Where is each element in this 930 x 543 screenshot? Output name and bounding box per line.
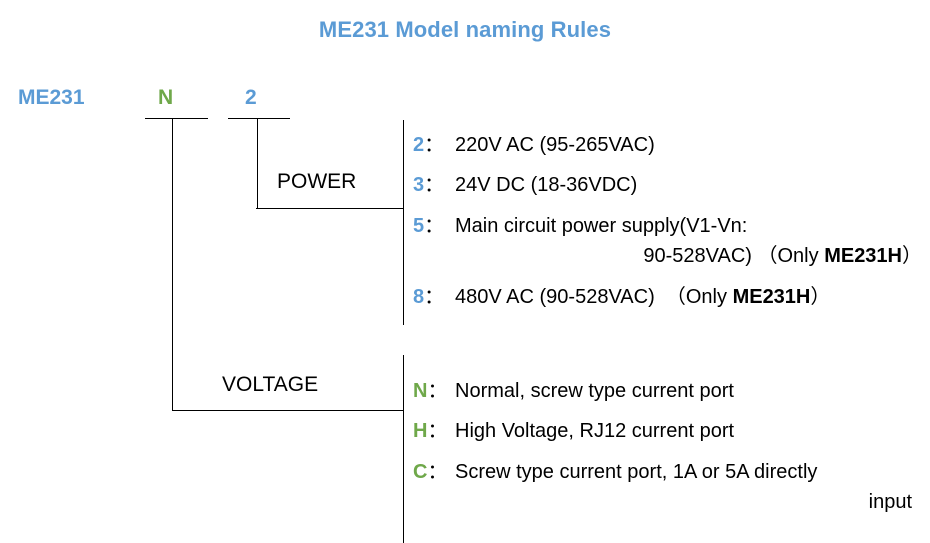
option-description: Normal, screw type current port [455,380,734,402]
list-item: N： Normal, screw type current port [413,374,930,406]
option-continuation: 90-528VAC) （Only ME231H） [643,245,923,268]
option-key: H： [413,420,448,443]
option-note-model: ME231H [732,285,811,308]
option-key: 8： [413,285,445,308]
underline-voltage-token [145,118,208,119]
category-label-power: POWER [277,170,357,193]
model-code-base: ME231 [18,86,85,109]
voltage-option-list: N： Normal, screw type current port H： Hi… [413,374,930,526]
option-key: 5： [413,214,445,237]
option-note-model: ME231H [824,245,902,268]
power-option-list: 2： 220V AC (95-265VAC) 3： 24V DC (18-36V… [413,128,930,320]
option-description: Main circuit power supply(V1-Vn: 90-528V… [455,211,930,272]
option-note: （Only ME231H） [757,245,923,268]
list-item: 8： 480V AC (90-528VAC) （Only ME231H） [413,280,930,312]
leader-line-voltage-vertical [172,118,173,411]
model-code-voltage-token: N [158,86,174,109]
category-label-voltage: VOLTAGE [222,373,319,396]
page-title: ME231 Model naming Rules [318,17,612,42]
underline-power-token [228,118,290,119]
list-item: C： Screw type current port, 1A or 5A dir… [413,455,930,518]
option-key: 3： [413,174,445,197]
option-key: C： [413,460,448,483]
option-key: 2： [413,134,445,156]
list-item: 2： 220V AC (95-265VAC) [413,128,930,160]
model-code-power-token: 2 [245,86,257,109]
leader-line-power-vertical [257,118,258,209]
list-item: 5： Main circuit power supply(V1-Vn: 90-5… [413,209,930,272]
option-note: （Only ME231H） [665,285,831,308]
option-description: 480V AC (90-528VAC) （Only ME231H） [455,285,831,308]
bracket-power-horizontal [256,208,404,209]
bracket-voltage-horizontal [172,410,404,411]
option-description: High Voltage, RJ12 current port [455,420,735,443]
list-item: 3： 24V DC (18-36VDC) [413,168,930,200]
list-item: H： High Voltage, RJ12 current port [413,414,930,446]
option-description: Screw type current port, 1A or 5A direct… [455,457,930,518]
bracket-voltage-riser [403,355,404,543]
bracket-power-riser [403,120,404,325]
option-description: 220V AC (95-265VAC) [455,134,655,156]
option-description: 24V DC (18-36VDC) [455,174,638,197]
option-key: N： [413,380,448,402]
option-continuation: input [868,491,912,514]
